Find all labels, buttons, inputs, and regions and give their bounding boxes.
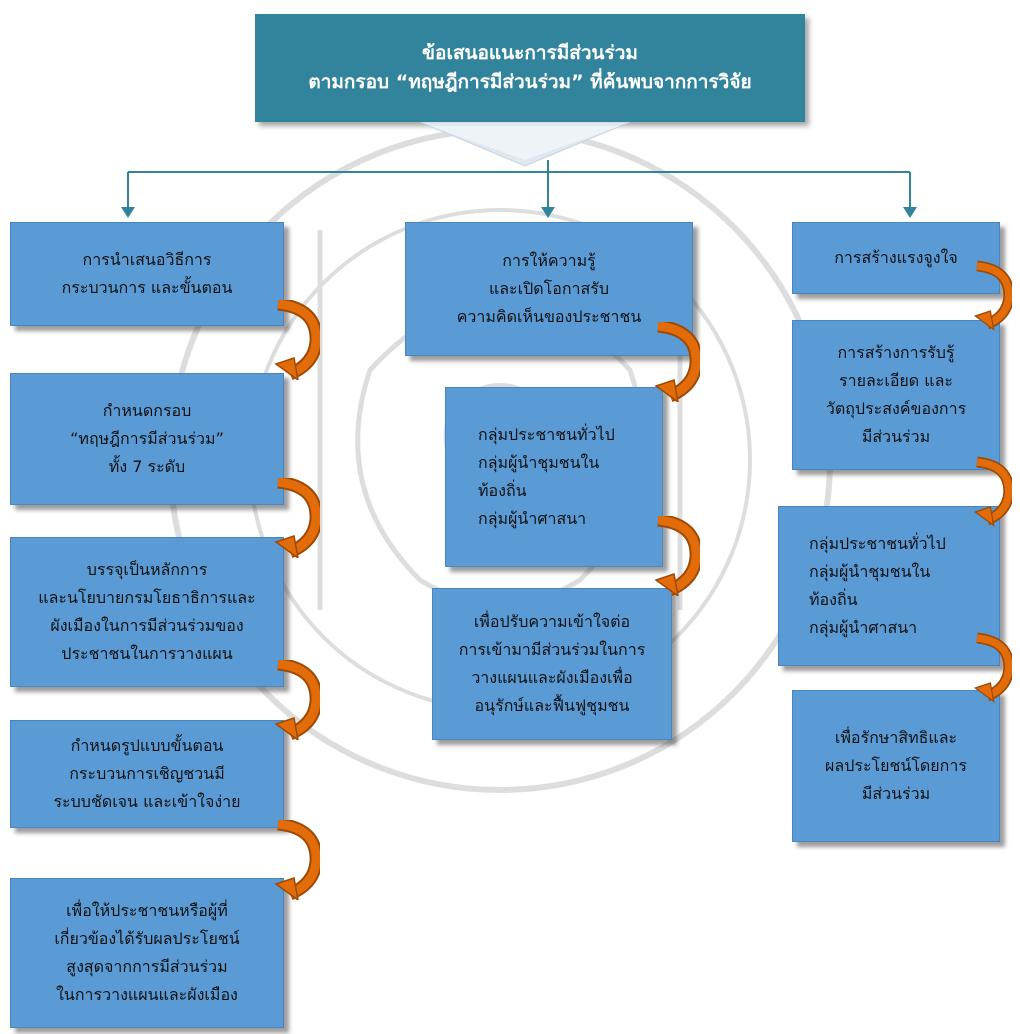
left-box-4: กำหนดรูปแบบขั้นตอน กระบวนการเชิญชวนมี ระ… xyxy=(10,720,284,828)
curved-arrow-icon xyxy=(272,300,320,380)
diagram-title: ข้อเสนอแนะการมีส่วนร่วม ตามกรอบ “ทฤษฎีกา… xyxy=(255,14,805,122)
left-box-3: บรรจุเป็นหลักการ และนโยบายกรมโยธาธิการแล… xyxy=(10,537,284,687)
middle-box-3: เพื่อปรับความเข้าใจต่อ การเข้ามามีส่วนร่… xyxy=(432,588,672,740)
left-box-2: กำหนดกรอบ “ทฤษฎีการมีส่วนร่วม” ทั้ง 7 ระ… xyxy=(10,373,284,505)
middle-box-2: กลุ่มประชาชนทั่วไป กลุ่มผู้นำชุมชนใน ท้อ… xyxy=(445,387,663,567)
right-box-2: การสร้างการรับรู้ รายละเอียด และ วัตถุปร… xyxy=(792,320,1000,470)
left-box-1: การนำเสนอวิธีการ กระบวนการ และขั้นตอน xyxy=(10,222,284,326)
curved-arrow-icon xyxy=(972,256,1012,336)
right-box-1: การสร้างแรงจูงใจ xyxy=(792,222,1000,294)
curved-arrow-icon xyxy=(272,820,320,900)
curved-arrow-icon xyxy=(652,322,700,402)
curved-arrow-icon xyxy=(972,628,1012,708)
curved-arrow-icon xyxy=(272,660,320,740)
curved-arrow-icon xyxy=(272,478,320,558)
right-box-3: กลุ่มประชาชนทั่วไป กลุ่มผู้นำชุมชนใน ท้อ… xyxy=(778,506,1000,666)
curved-arrow-icon xyxy=(972,452,1012,532)
curved-arrow-icon xyxy=(652,516,700,596)
right-box-4: เพื่อรักษาสิทธิและ ผลประโยชน์โดยการ มีส่… xyxy=(792,690,1000,842)
title-line-2: ตามกรอบ “ทฤษฎีการมีส่วนร่วม” ที่ค้นพบจาก… xyxy=(308,71,752,93)
title-line-1: ข้อเสนอแนะการมีส่วนร่วม xyxy=(422,41,638,64)
left-box-5: เพื่อให้ประชาชนหรือผู้ที่ เกี่ยวข้องได้ร… xyxy=(10,878,284,1028)
middle-box-1: การให้ความรู้ และเปิดโอกาสรับ ความคิดเห็… xyxy=(405,222,693,356)
header-down-arrow-icon xyxy=(420,122,630,167)
